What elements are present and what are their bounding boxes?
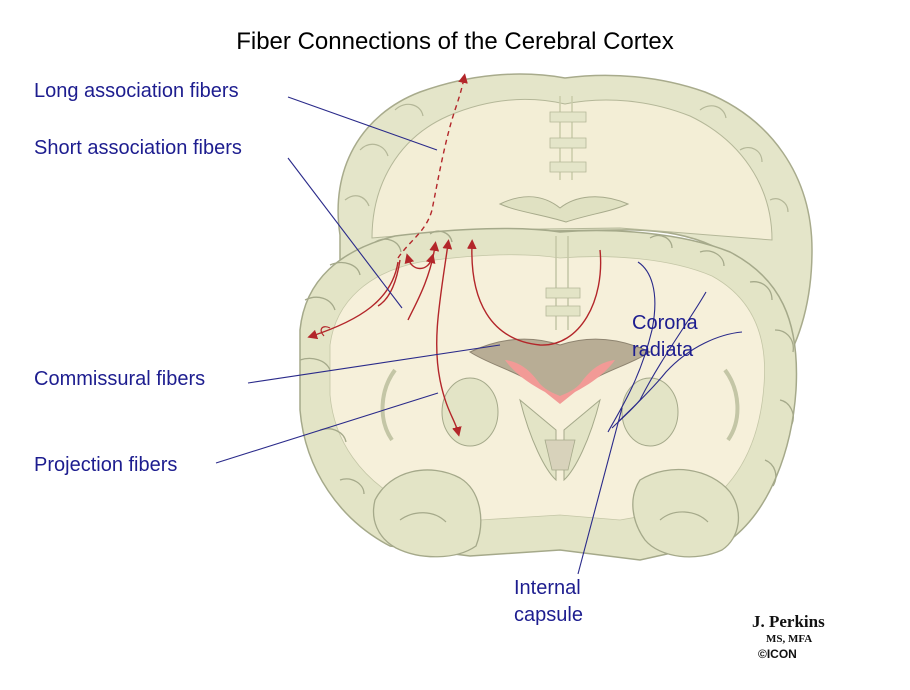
label-radiata: radiata (632, 339, 694, 361)
label-commissural-fibers: Commissural fibers (34, 368, 206, 390)
corona-radiata-line-1 (607, 261, 656, 433)
fiber-pathways (307, 73, 602, 437)
label-long-association-fibers: Long association fibers (34, 80, 239, 102)
association-fiber-lateral (307, 261, 399, 340)
posterior-section (337, 73, 813, 371)
leader-projection (215, 392, 439, 464)
association-fiber-branch (377, 259, 401, 307)
credit-degrees: MS, MFA (766, 633, 813, 645)
label-capsule: capsule (514, 604, 583, 626)
commissural-fiber (466, 239, 602, 346)
leader-short-association (287, 157, 403, 309)
leader-lines (215, 96, 743, 575)
leader-commissural (247, 344, 501, 384)
label-projection-fibers: Projection fibers (34, 454, 178, 476)
page-title: Fiber Connections of the Cerebral Cortex (236, 28, 674, 55)
short-association-fiber (404, 253, 436, 270)
credit-name: J. Perkins (752, 612, 825, 631)
leader-internal-capsule (577, 407, 623, 575)
label-internal: Internal (514, 577, 581, 599)
corona-radiata-line-3 (617, 331, 743, 423)
label-corona: Corona (632, 312, 698, 334)
association-fiber-medial (407, 241, 440, 321)
projection-fiber (436, 239, 462, 437)
anterior-section (299, 227, 798, 561)
artist-credit: J. Perkins MS, MFA ©ICON (752, 612, 825, 661)
long-association-fiber (397, 73, 468, 259)
leader-long-association (287, 96, 438, 151)
credit-publisher: ©ICON (758, 647, 797, 661)
label-short-association-fibers: Short association fibers (34, 137, 242, 159)
